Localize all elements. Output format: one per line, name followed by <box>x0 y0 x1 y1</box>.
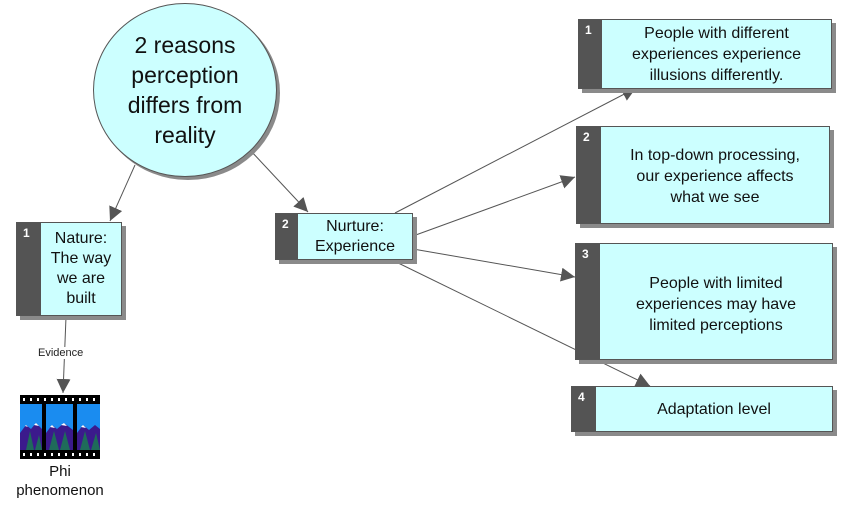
node-number-badge: 2 <box>276 214 298 259</box>
node-number-badge: 1 <box>17 223 41 315</box>
node-label: In top-down processing, our experience a… <box>630 147 800 206</box>
node-label: Nurture: Experience <box>314 217 396 255</box>
film-strip-mountains-icon <box>20 395 100 459</box>
node-child-1[interactable]: 1 People with different experiences expe… <box>578 19 832 89</box>
node-number-badge: 3 <box>576 244 600 359</box>
node-number-badge: 2 <box>577 127 601 223</box>
node-child-2[interactable]: 2 In top-down processing, our experience… <box>576 126 830 224</box>
node-nurture[interactable]: 2 Nurture: Experience <box>275 213 413 260</box>
edge-root-to-nature <box>109 164 136 222</box>
node-child-3[interactable]: 3 People with limited experiences may ha… <box>575 243 833 360</box>
evidence-caption: Phi phenomenon <box>16 463 104 499</box>
edge-label-evidence: Evidence <box>36 347 86 359</box>
root-node[interactable]: 2 reasons perception differs from realit… <box>93 3 277 177</box>
node-child-4[interactable]: 4 Adaptation level <box>571 386 833 432</box>
edge-root-to-nurture <box>249 149 309 213</box>
node-label: People with limited experiences may have… <box>635 275 797 334</box>
node-label: Adaptation level <box>657 400 771 418</box>
edge-nurture-to-child-2 <box>412 175 576 237</box>
node-nature[interactable]: 1 Nature: The way we are built <box>16 222 122 316</box>
node-label: Nature: The way we are built <box>50 230 112 307</box>
edge-nurture-to-child-1 <box>394 87 637 214</box>
node-label: People with different experiences experi… <box>632 24 801 84</box>
node-number-badge: 4 <box>572 387 596 431</box>
node-number-badge: 1 <box>579 20 602 88</box>
edge-nurture-to-child-4 <box>389 258 651 387</box>
edge-nurture-to-child-3 <box>412 248 576 282</box>
